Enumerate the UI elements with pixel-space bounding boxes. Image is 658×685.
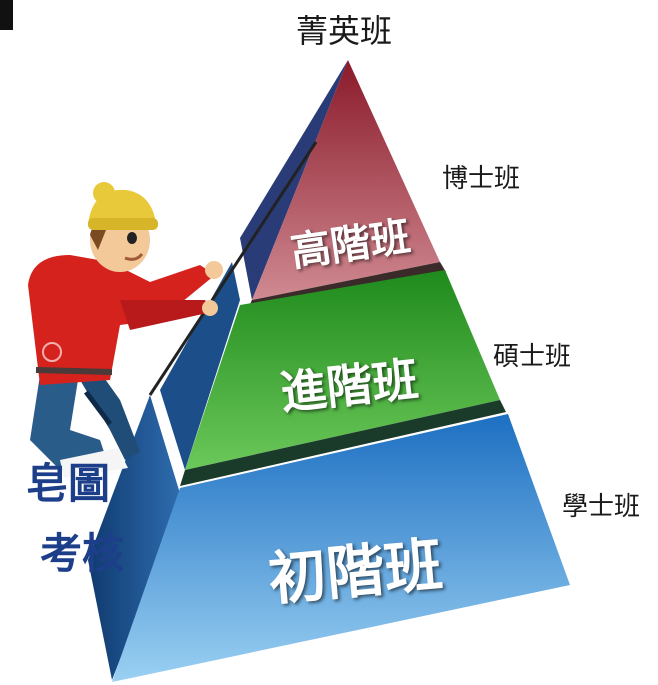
tier1-face <box>252 60 440 300</box>
pyramid-side-face-bottom <box>88 395 182 680</box>
pyramid-top-label: 菁英班 <box>296 12 393 50</box>
pyramid-side-face-top <box>240 60 348 300</box>
left-text-fragment-1: 皂圖 <box>26 459 111 508</box>
climbing-rope <box>148 141 318 396</box>
left-text-fragment-2: 考核 <box>40 529 125 578</box>
climber-illustration <box>28 182 223 478</box>
corner-mark <box>0 0 13 30</box>
tier3-face <box>112 414 570 682</box>
tier1-side-label: 博士班 <box>442 164 521 194</box>
tier2-ledge <box>180 400 506 486</box>
tier3-label: 初階班 <box>265 530 446 614</box>
tier2-face <box>185 270 500 470</box>
pyramid-side-face-mid <box>160 262 240 470</box>
tier3-side-label: 學士班 <box>562 492 641 522</box>
tier2-side-label: 碩士班 <box>493 342 572 372</box>
